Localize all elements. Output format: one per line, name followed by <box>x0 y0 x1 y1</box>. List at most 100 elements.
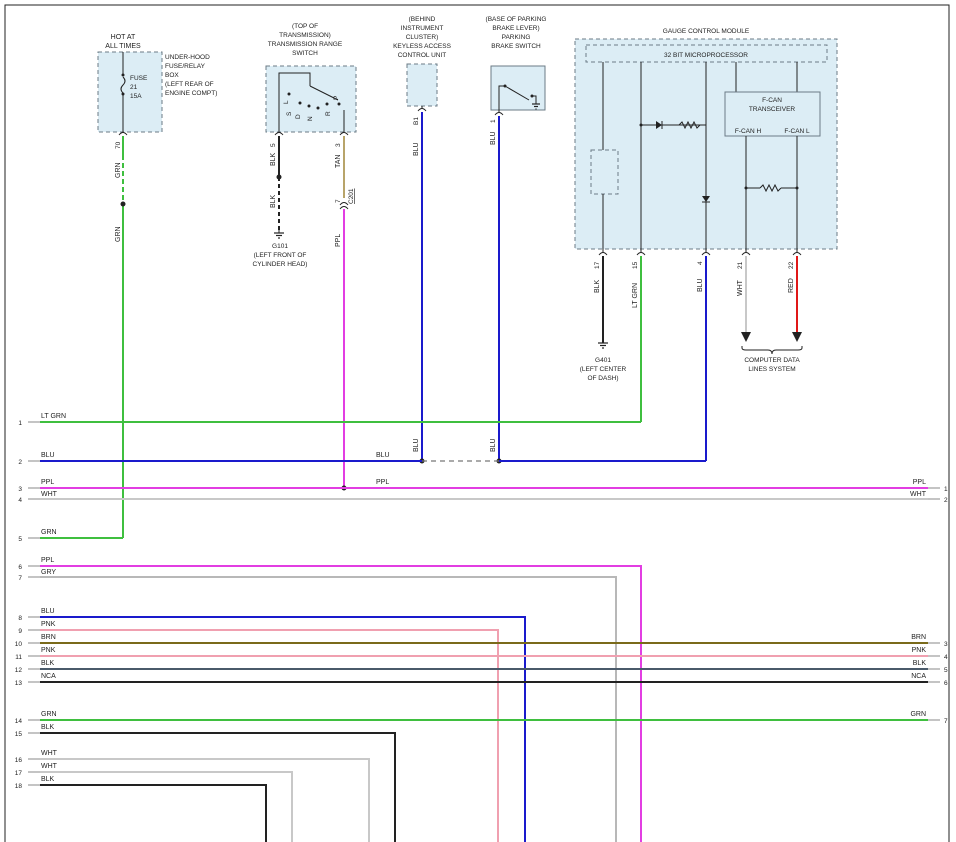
wire-blk-bus15 <box>40 732 396 842</box>
bus-left-label: GRN <box>41 711 57 718</box>
bus-right-label: BRN <box>911 634 926 641</box>
g401-label-1: G401 <box>595 357 611 364</box>
keyless-name-3: CLUSTER) <box>406 34 439 41</box>
brake-switch-arm-icon <box>504 85 530 101</box>
fuse-box-name-5: ENGINE COMPT) <box>165 90 217 97</box>
fuse-box-name-4: (LEFT REAR OF <box>165 81 214 88</box>
g401-label-3: OF DASH) <box>587 375 618 382</box>
gauge-control-module: GAUGE CONTROL MODULE 32 BIT MICROPROCESS… <box>574 28 838 269</box>
fuse-box-name-3: BOX <box>165 72 179 79</box>
resistor-icon-1 <box>678 120 701 130</box>
brake-name-2: BRAKE LEVER) <box>492 25 539 32</box>
range-switch-name-2: TRANSMISSION) <box>279 32 331 39</box>
bus-right-label: PNK <box>912 647 927 654</box>
pin-brake-1: 1 <box>490 119 497 123</box>
fcan-l-label: F-CAN L <box>784 128 810 135</box>
left-bus-labels: 1 LT GRN 2 BLU 3 PPL 4 WHT 5 GRN 6 PPL 7… <box>15 413 66 790</box>
switch-pos-l: L <box>283 100 290 104</box>
bus-left-num: 14 <box>15 718 23 725</box>
bus-right-num: 3 <box>944 641 948 648</box>
splice-grn <box>120 201 126 207</box>
wire-label-blu-keyless: BLU <box>413 142 420 156</box>
keyless-name-5: CONTROL UNIT <box>398 52 447 59</box>
keyless-outline <box>406 63 438 107</box>
bus-left-num: 15 <box>15 731 23 738</box>
bus-left-num: 11 <box>15 654 22 661</box>
bus-left-label: BLK <box>41 660 55 667</box>
bus-left-label: PPL <box>41 557 54 564</box>
hot-label-2: ALL TIMES <box>105 43 141 50</box>
range-switch-name-4: SWITCH <box>292 50 318 57</box>
bus-left-num: 12 <box>15 667 23 674</box>
bus-left-num: 5 <box>18 536 22 543</box>
pin-fuse-70: 70 <box>115 141 122 149</box>
fuse-label-1: FUSE <box>130 75 148 82</box>
right-bus-ticks <box>928 487 940 721</box>
gcm-name: GAUGE CONTROL MODULE <box>663 28 750 35</box>
wire-label-ppl-switch: PPL <box>335 234 342 247</box>
wire-label-blk-1: BLK <box>270 152 277 166</box>
bus-left-num: 6 <box>18 564 22 571</box>
bus-right-label: PPL <box>913 479 926 486</box>
bus-left-num: 16 <box>15 757 23 764</box>
bus-left-label: PNK <box>41 621 56 628</box>
pin-switch-5: 5 <box>270 143 277 147</box>
bus-left-label: WHT <box>41 491 58 498</box>
bus-left-num: 18 <box>15 783 23 790</box>
data-lines-label-2: LINES SYSTEM <box>748 366 795 373</box>
diagram-frame <box>4 4 950 842</box>
bus-left-num: 2 <box>18 459 22 466</box>
wire-label-blu-keyless-2: BLU <box>413 438 420 452</box>
bus-left-label: NCA <box>41 673 56 680</box>
wire-gry-bus7 <box>40 576 617 842</box>
pin-gcm-22: 22 <box>788 261 795 269</box>
switch-pos-s: S <box>286 111 293 116</box>
bus-left-num: 3 <box>18 486 22 493</box>
fuse-box-name-1: UNDER-HOOD <box>165 54 210 61</box>
pin-gcm-17: 17 <box>594 261 601 269</box>
hot-label-1: HOT AT <box>111 34 136 41</box>
bus-left-num: 13 <box>15 680 23 687</box>
wire-wht-bus17 <box>40 771 293 842</box>
fcan-transceiver-box <box>724 91 821 137</box>
wire-label-tan: TAN <box>335 155 342 168</box>
keyless-name-2: INSTRUMENT <box>401 25 444 32</box>
wire-label-blk-gcm: BLK <box>594 279 601 293</box>
bus-left-label: WHT <box>41 763 58 770</box>
fuse-relay-box: HOT AT ALL TIMES FUSE 21 15A UNDER-HOOD … <box>97 34 217 149</box>
fuse-icon <box>120 76 126 94</box>
bus-right-label: NCA <box>911 673 926 680</box>
bus-left-num: 10 <box>15 641 23 648</box>
brake-name-4: BRAKE SWITCH <box>491 43 541 50</box>
g101-label-2: (LEFT FRONT OF <box>254 252 307 259</box>
switch-pos-d: D <box>295 114 302 119</box>
arrow-red-icon <box>792 332 802 342</box>
diode-icon <box>656 121 662 129</box>
switch-pos-r: R <box>325 111 332 116</box>
range-switch-name-1: (TOP OF <box>292 23 318 30</box>
bus-right-label: WHT <box>910 491 927 498</box>
range-switch-outline <box>265 65 357 133</box>
gcm-internal-box <box>590 149 619 195</box>
bus-left-label: BLU <box>41 608 55 615</box>
bus-right-label: BLK <box>913 660 927 667</box>
arrow-wht-icon <box>741 332 751 342</box>
bus-right-num: 2 <box>944 497 948 504</box>
bus-right-num: 7 <box>944 718 948 725</box>
brake-name-3: PARKING <box>502 34 531 41</box>
range-switch-name-3: TRANSMISSION RANGE <box>268 41 343 48</box>
parking-brake-switch: (BASE OF PARKING BRAKE LEVER) PARKING BR… <box>486 16 547 123</box>
wire-label-ltgrn-gcm: LT GRN <box>632 283 639 308</box>
ground-icon-g401 <box>598 342 608 349</box>
wire-label-blu-gcm: BLU <box>697 278 704 292</box>
bus-left-num: 4 <box>18 497 22 504</box>
bus-left-label: BRN <box>41 634 56 641</box>
resistor-icon-2 <box>759 183 782 193</box>
bus-right-num: 4 <box>944 654 948 661</box>
keyless-access-control-unit: (BEHIND INSTRUMENT CLUSTER) KEYLESS ACCE… <box>393 16 451 125</box>
g101-label-3: CYLINDER HEAD) <box>253 261 308 268</box>
data-lines-label-1: COMPUTER DATA <box>744 357 800 364</box>
bus-left-label: LT GRN <box>41 413 66 420</box>
wire-label-wht-can: WHT <box>737 279 744 296</box>
